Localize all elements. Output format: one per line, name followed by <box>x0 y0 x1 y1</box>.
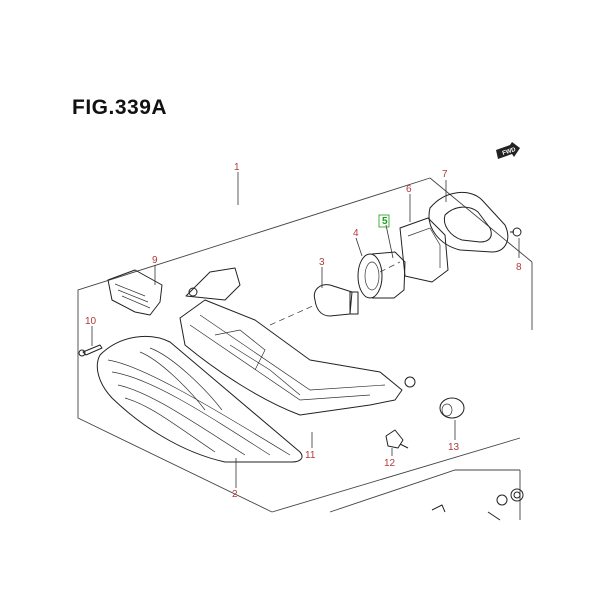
callout-part-10: 10 <box>85 316 97 327</box>
mounting-clip <box>385 429 409 449</box>
callout-part-6: 6 <box>406 184 412 195</box>
socket-cover <box>399 217 449 283</box>
forward-direction-icon: FWD <box>496 142 520 159</box>
callout-part-11: 11 <box>305 450 316 461</box>
rubber-grommet <box>107 269 163 316</box>
gasket-plate <box>428 191 509 253</box>
callout-part-9: 9 <box>152 255 158 266</box>
callout-part-3: 3 <box>319 257 325 268</box>
headlight-lens <box>96 335 303 463</box>
assembly-frame <box>77 177 431 513</box>
callout-part-13: 13 <box>448 442 460 453</box>
screw-left <box>78 344 103 357</box>
callout-part-2: 2 <box>232 489 238 500</box>
callout-part-5: 5 <box>382 216 388 227</box>
callout-part-12: 12 <box>384 458 396 469</box>
forward-direction-label: FWD <box>502 147 517 157</box>
screw-right <box>510 227 522 237</box>
cushion-grommet <box>439 397 465 419</box>
bulb <box>313 284 359 317</box>
callout-part-1: 1 <box>234 162 240 173</box>
highlight-box <box>378 214 390 228</box>
adjacent-parts-partial <box>431 488 524 521</box>
callout-part-4: 4 <box>353 228 359 239</box>
figure-title: FIG.339A <box>72 96 168 119</box>
reflector-body <box>179 267 416 416</box>
callout-part-7: 7 <box>442 169 448 180</box>
bulb-socket <box>357 251 406 299</box>
callout-part-8: 8 <box>516 262 522 273</box>
